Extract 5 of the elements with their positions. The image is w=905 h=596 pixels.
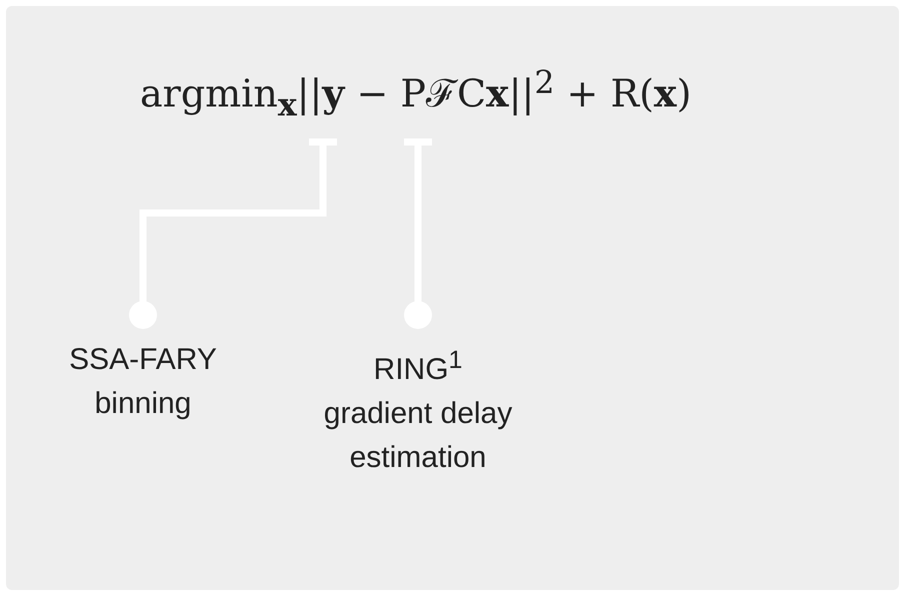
- heading-text: SSA-FARY: [68, 342, 218, 378]
- heading-text: RING$^{1}$: [372, 345, 464, 388]
- formula: argmin$_{x}$||y − PℱCx||$^{2}$ + R(x): [140, 65, 692, 124]
- caption-text: binning: [94, 386, 192, 422]
- caption-text: gradient delay estimation: [322, 396, 514, 476]
